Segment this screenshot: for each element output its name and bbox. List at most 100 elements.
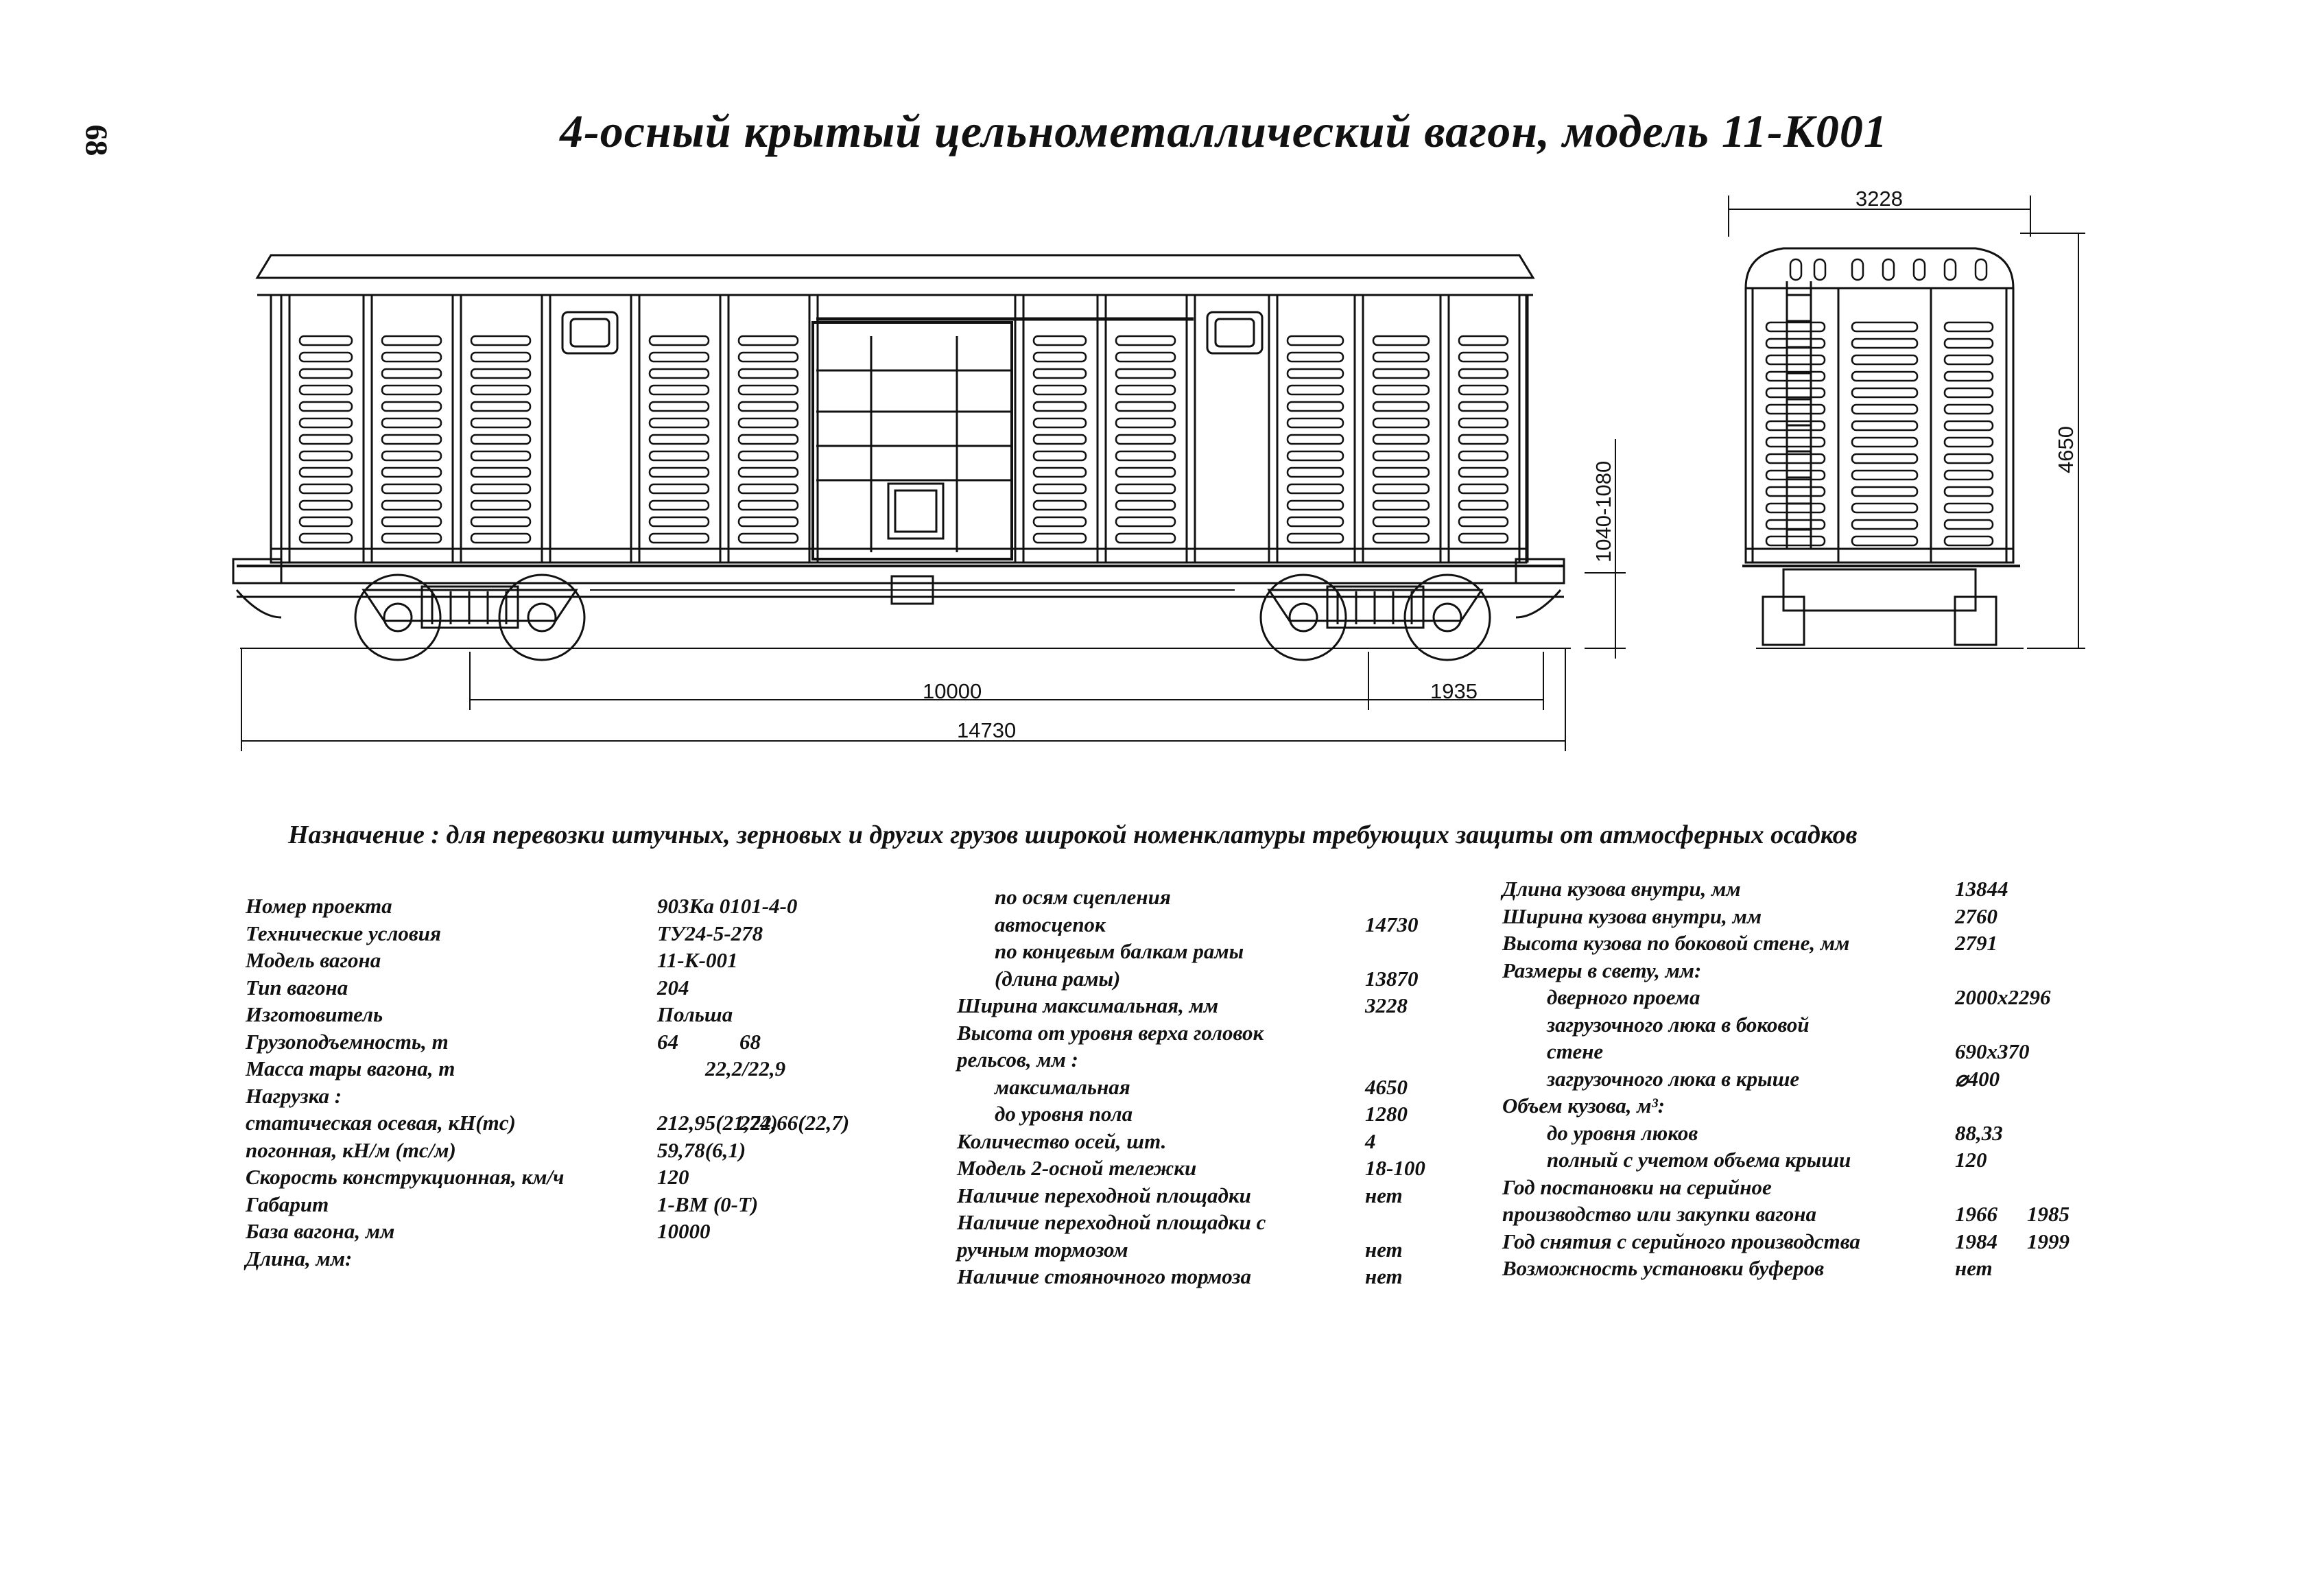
spec-value: 14730 <box>1365 912 1419 936</box>
spec-label: База вагона, мм <box>246 1219 395 1243</box>
spec-label: автосцепок <box>995 912 1106 936</box>
spec-value: 1984 <box>1955 1229 1997 1253</box>
spec-row: Высота кузова по боковой стене, мм 2791 <box>1502 931 2154 958</box>
spec-label: Ширина кузова внутри, мм <box>1502 903 1762 928</box>
spec-row: рельсов, мм : <box>957 1048 1437 1075</box>
spec-row: загрузочного люка в боковой <box>1502 1013 2154 1040</box>
spec-value: 204 <box>657 975 689 1000</box>
spec-row: статическая осевая, кН(тс)212,95(21,74)2… <box>246 1111 932 1138</box>
spec-value: 3228 <box>1365 993 1408 1017</box>
spec-row: Нагрузка : <box>246 1084 932 1111</box>
spec-value: ТУ24-5-278 <box>657 921 763 945</box>
dim-total-length: 14730 <box>957 718 1016 742</box>
spec-label: Изготовитель <box>246 1002 383 1026</box>
spec-value-2: 1999 <box>2027 1229 2070 1253</box>
spec-row: База вагона, мм 10000 <box>246 1219 932 1247</box>
spec-value: 903Ка 0101-4-0 <box>657 894 798 918</box>
spec-value: 10000 <box>657 1219 711 1243</box>
purpose-text: Назначение : для перевозки штучных, зерн… <box>288 820 1858 849</box>
dimension-lines <box>241 196 2085 751</box>
spec-value: 2760 <box>1955 903 1997 928</box>
spec-label: (длина рамы) <box>995 966 1121 991</box>
spec-value-2: 222,66(22,7) <box>739 1111 850 1135</box>
spec-label: Нагрузка : <box>246 1083 342 1108</box>
spec-label: Год постановки на серийное <box>1502 1174 1772 1199</box>
spec-value: 120 <box>1955 1148 1987 1172</box>
spec-row: до уровня пола 1280 <box>957 1102 1437 1129</box>
spec-label: максимальная <box>995 1074 1130 1099</box>
spec-label: дверного проема <box>1547 985 1700 1009</box>
dim-coupler-height: 1040-1080 <box>1591 461 1615 563</box>
spec-value: нет <box>1365 1237 1403 1262</box>
spec-row: Ширина кузова внутри, мм 2760 <box>1502 904 2154 932</box>
spec-label: Наличие стояночного тормоза <box>957 1264 1251 1288</box>
spec-label: Год снятия с серийного производства <box>1502 1229 1860 1253</box>
spec-value: 11-К-001 <box>657 948 738 972</box>
spec-value-2: 22,2/22,9 <box>705 1056 786 1080</box>
dim-height: 4650 <box>2054 426 2078 473</box>
spec-label: Количество осей, шт. <box>957 1129 1167 1153</box>
spec-label: статическая осевая, кН(тс) <box>246 1111 516 1135</box>
spec-label: Наличие переходной площадки с <box>957 1210 1266 1234</box>
spec-value: 13870 <box>1365 966 1419 991</box>
spec-row: по осям сцепления <box>957 885 1437 912</box>
dim-base: 10000 <box>923 679 982 703</box>
spec-row: Количество осей, шт. 4 <box>957 1129 1437 1157</box>
spec-label: ручным тормозом <box>957 1237 1128 1262</box>
side-view <box>232 254 1571 661</box>
spec-value: нет <box>1365 1264 1403 1288</box>
spec-label: Длина, мм: <box>246 1246 353 1271</box>
spec-row: Год снятия с серийного производства 1984 1… <box>1502 1229 2154 1257</box>
spec-label: Наличие переходной площадки <box>957 1183 1251 1207</box>
spec-value: 120 <box>657 1165 689 1189</box>
spec-label: Ширина максимальная, мм <box>957 993 1219 1017</box>
spec-row: ручным тормозом нет <box>957 1238 1437 1265</box>
spec-value: 18-100 <box>1365 1156 1425 1180</box>
spec-label: Высота кузова по боковой стене, мм <box>1502 931 1850 955</box>
spec-label: Размеры в свету, мм: <box>1502 958 1702 982</box>
spec-column-2: по осям сцепления автосцепок 14730 по конце… <box>957 885 1437 1292</box>
spec-value: 4 <box>1365 1129 1376 1153</box>
spec-row: Наличие переходной площадки с <box>957 1210 1437 1238</box>
spec-label: до уровня пола <box>995 1102 1133 1126</box>
spec-value: 13844 <box>1955 877 2008 901</box>
spec-row: Высота от уровня верха головок <box>957 1021 1437 1048</box>
spec-value: 1966 <box>1955 1202 1997 1226</box>
spec-label: рельсов, мм : <box>957 1048 1078 1072</box>
spec-value-2: 1985 <box>2027 1202 2070 1226</box>
spec-row: Год постановки на серийное <box>1502 1175 2154 1203</box>
spec-value: 690x370 <box>1955 1039 2030 1063</box>
spec-value-2: 68 <box>739 1029 761 1054</box>
spec-row: погонная, кН/м (тс/м)59,78(6,1) <box>246 1138 932 1166</box>
spec-label: полный с учетом объема крыши <box>1547 1148 1851 1172</box>
spec-label: Скорость конструкционная, км/ч <box>246 1165 565 1189</box>
spec-value: 2791 <box>1955 931 1997 955</box>
spec-label: погонная, кН/м (тс/м) <box>246 1137 456 1162</box>
spec-label: Тип вагона <box>246 975 348 1000</box>
page-title: 4-осный крытый цельнометаллический вагон… <box>560 105 1888 157</box>
dim-width: 3228 <box>1855 187 1903 211</box>
spec-label: по концевым балкам рамы <box>995 939 1244 963</box>
spec-value: 88,33 <box>1955 1120 2003 1145</box>
spec-label: загрузочного люка в боковой <box>1547 1012 1810 1037</box>
spec-row: Тип вагона 204 <box>246 976 932 1003</box>
spec-label: по осям сцепления <box>995 885 1171 909</box>
spec-value: 1280 <box>1365 1102 1408 1126</box>
